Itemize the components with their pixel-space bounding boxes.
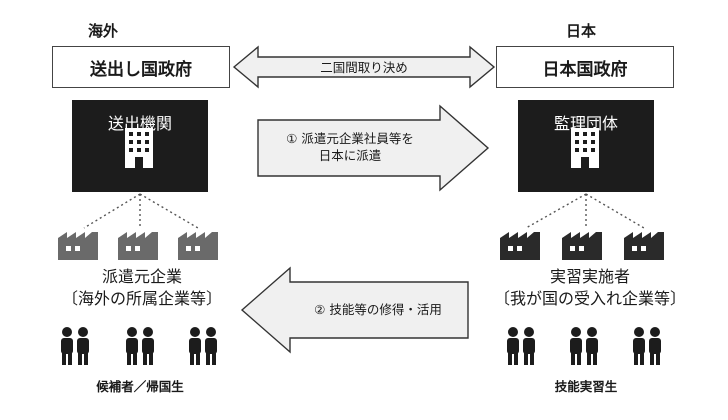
skill-transfer-arrow [240,266,469,354]
dispatching-company-name: 派遣元企業 [101,267,182,286]
building-icon-left [125,128,153,168]
building-icon-right [571,128,599,168]
dispatch-label: ① 派遣元企業社員等を 日本に派遣 [262,130,438,164]
trainees-label: 技能実習生 [554,379,618,394]
bilateral-double-arrow [232,45,496,89]
candidates-label: 候補者／帰国生 [96,379,184,394]
factory-icon-left-1 [58,232,98,260]
factory-icon-right-3 [624,232,664,260]
people-icon-left-1 [61,327,89,365]
japan-government-box: 日本国政府 [496,46,674,88]
people-icon-left-2 [126,327,154,365]
supervising-organization-label: 監理団体 [553,114,618,133]
dotted-connectors-right [525,193,645,229]
factory-icon-left-2 [118,232,158,260]
region-label-overseas: 海外 [88,22,119,40]
bilateral-agreement-label: 二国間取り決め [320,60,408,75]
dispatch-arrow [257,104,490,192]
dispatch-label-line2: 日本に派遣 [318,148,382,163]
people-icon-right-2 [570,327,598,365]
factory-icon-left-3 [178,232,218,260]
people-icon-left-3 [189,327,217,365]
dispatch-label-line1: ① 派遣元企業社員等を [286,131,414,146]
japan-government-label: 日本国政府 [542,59,628,80]
dotted-connectors-left [83,193,199,229]
implementing-company-note: 〔我が国の受入れ企業等〕 [493,289,686,308]
people-icon-right-1 [507,327,535,365]
factory-icon-right-1 [500,232,540,260]
factory-icon-right-2 [562,232,602,260]
implementing-company-name: 実習実施者 [549,267,630,286]
implementing-company-label: 実習実施者 〔我が国の受入れ企業等〕 [472,266,708,310]
people-icon-right-3 [633,327,661,365]
region-label-japan: 日本 [566,22,597,40]
dispatching-company-label: 派遣元企業 〔海外の所属企業等〕 [32,266,252,310]
sending-government-box: 送出し国政府 [52,46,230,88]
sending-government-label: 送出し国政府 [90,59,192,80]
dispatching-company-note: 〔海外の所属企業等〕 [61,289,222,308]
sending-organization-label: 送出機関 [107,114,172,133]
skill-transfer-label: ② 技能等の修得・活用 [314,302,442,317]
